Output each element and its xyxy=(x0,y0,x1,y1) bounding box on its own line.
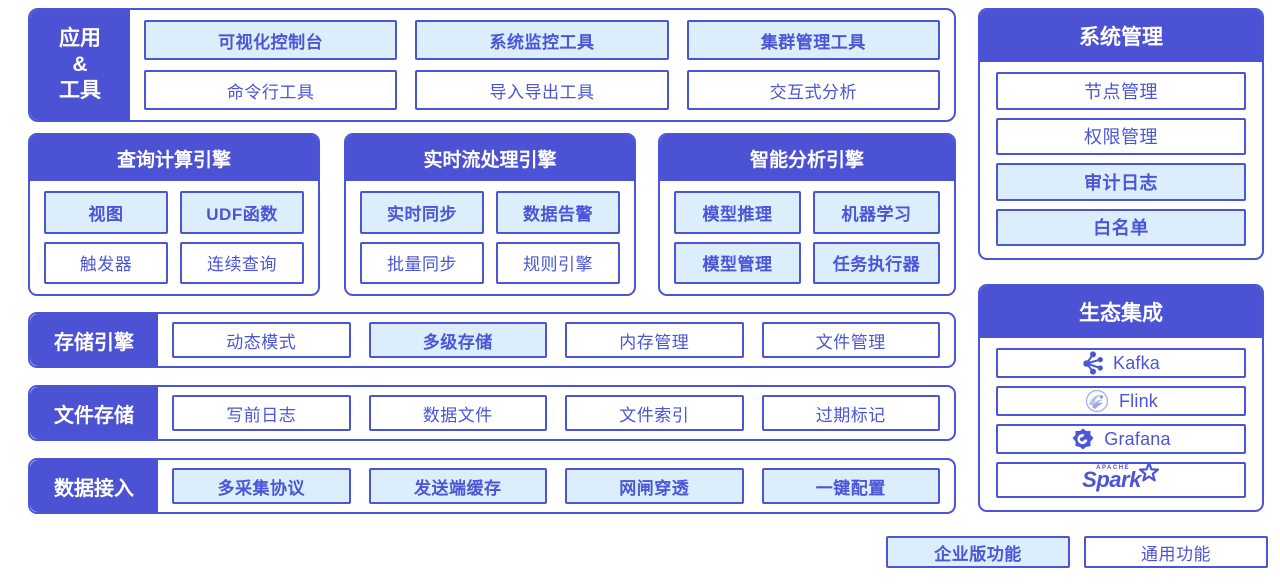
feature-file-management[interactable]: 文件管理 xyxy=(761,322,940,358)
panel-realtime-stream-engine: 实时流处理引擎 实时同步 数据告警 批量同步 规则引擎 xyxy=(344,133,636,296)
ecosystem-title: 生态集成 xyxy=(980,286,1262,338)
feature-system-monitor-tool[interactable]: 系统监控工具 xyxy=(415,20,669,60)
spark-logo-icon: APACHE Spark xyxy=(1082,462,1160,496)
data-ingestion-label: 数据接入 xyxy=(30,460,158,512)
panel-ecosystem-integration: 生态集成 Kafka xyxy=(978,284,1264,512)
system-management-list: 节点管理 权限管理 审计日志 白名单 xyxy=(980,62,1262,258)
feature-node-management[interactable]: 节点管理 xyxy=(996,72,1246,110)
grafana-label: Grafana xyxy=(1104,428,1171,449)
feature-task-executor[interactable]: 任务执行器 xyxy=(813,241,940,284)
feature-udf-function[interactable]: UDF函数 xyxy=(180,191,304,234)
feature-import-export-tool[interactable]: 导入导出工具 xyxy=(415,70,669,110)
feature-continuous-query[interactable]: 连续查询 xyxy=(180,241,304,284)
feature-view[interactable]: 视图 xyxy=(44,191,168,234)
feature-trigger[interactable]: 触发器 xyxy=(44,241,168,284)
feature-audit-log[interactable]: 审计日志 xyxy=(996,163,1246,201)
feature-interactive-analysis[interactable]: 交互式分析 xyxy=(686,70,940,110)
query-engine-title: 查询计算引擎 xyxy=(30,135,318,181)
feature-write-ahead-log[interactable]: 写前日志 xyxy=(172,395,351,431)
legend-general-feature: 通用功能 xyxy=(1084,536,1268,568)
flink-label: Flink xyxy=(1118,390,1158,411)
panel-application-and-tools-label: 应用 & 工具 xyxy=(30,10,130,120)
system-management-title: 系统管理 xyxy=(980,10,1262,62)
stream-engine-title: 实时流处理引擎 xyxy=(346,135,634,181)
file-storage-label: 文件存储 xyxy=(30,387,158,439)
feature-machine-learning[interactable]: 机器学习 xyxy=(813,191,940,234)
panel-storage-engine: 存储引擎 动态模式 多级存储 内存管理 文件管理 xyxy=(28,312,956,368)
storage-engine-grid: 动态模式 多级存储 内存管理 文件管理 xyxy=(158,314,954,366)
panel-data-ingestion: 数据接入 多采集协议 发送端缓存 网闸穿透 一键配置 xyxy=(28,458,956,514)
feature-one-click-config[interactable]: 一键配置 xyxy=(761,468,940,504)
ai-engine-title: 智能分析引擎 xyxy=(660,135,954,181)
ai-engine-grid: 模型推理 机器学习 模型管理 任务执行器 xyxy=(660,181,954,294)
panel-application-and-tools: 应用 & 工具 可视化控制台 系统监控工具 集群管理工具 命令行工具 导入导出工… xyxy=(28,8,956,122)
integration-spark[interactable]: APACHE Spark xyxy=(996,462,1246,498)
stream-engine-grid: 实时同步 数据告警 批量同步 规则引擎 xyxy=(346,181,634,294)
feature-tiered-storage[interactable]: 多级存储 xyxy=(368,322,547,358)
kafka-label: Kafka xyxy=(1112,352,1161,373)
feature-cli-tool[interactable]: 命令行工具 xyxy=(144,70,398,110)
kafka-logo-icon xyxy=(1082,351,1104,375)
feature-visual-console[interactable]: 可视化控制台 xyxy=(144,20,398,60)
data-ingestion-grid: 多采集协议 发送端缓存 网闸穿透 一键配置 xyxy=(158,460,954,512)
feature-rule-engine[interactable]: 规则引擎 xyxy=(496,241,620,284)
feature-permission-management[interactable]: 权限管理 xyxy=(996,117,1246,155)
query-engine-grid: 视图 UDF函数 触发器 连续查询 xyxy=(30,181,318,294)
legend: 企业版功能 通用功能 xyxy=(886,536,1268,568)
feature-multi-collection-protocol[interactable]: 多采集协议 xyxy=(172,468,351,504)
feature-model-management[interactable]: 模型管理 xyxy=(674,241,801,284)
feature-whitelist[interactable]: 白名单 xyxy=(996,208,1246,246)
spark-apache-label: APACHE xyxy=(1096,465,1131,471)
storage-engine-label: 存储引擎 xyxy=(30,314,158,366)
spark-label: Spark xyxy=(1082,467,1141,492)
flink-logo-icon xyxy=(1084,389,1110,413)
feature-cluster-management-tool[interactable]: 集群管理工具 xyxy=(686,20,940,60)
legend-enterprise-feature: 企业版功能 xyxy=(886,536,1070,568)
panel-system-management: 系统管理 节点管理 权限管理 审计日志 白名单 xyxy=(978,8,1264,260)
feature-batch-sync[interactable]: 批量同步 xyxy=(360,241,484,284)
grafana-logo-icon xyxy=(1071,427,1095,451)
feature-data-file[interactable]: 数据文件 xyxy=(368,395,547,431)
file-storage-grid: 写前日志 数据文件 文件索引 过期标记 xyxy=(158,387,954,439)
integration-grafana[interactable]: Grafana xyxy=(996,424,1246,454)
panel-file-storage: 文件存储 写前日志 数据文件 文件索引 过期标记 xyxy=(28,385,956,441)
integration-flink[interactable]: Flink xyxy=(996,386,1246,416)
feature-file-index[interactable]: 文件索引 xyxy=(565,395,744,431)
application-tools-grid: 可视化控制台 系统监控工具 集群管理工具 命令行工具 导入导出工具 交互式分析 xyxy=(130,10,954,120)
panel-query-compute-engine: 查询计算引擎 视图 UDF函数 触发器 连续查询 xyxy=(28,133,320,296)
integration-kafka[interactable]: Kafka xyxy=(996,348,1246,378)
app-label-line-2: & xyxy=(72,52,88,76)
feature-gateway-traversal[interactable]: 网闸穿透 xyxy=(565,468,744,504)
ecosystem-list: Kafka Flink xyxy=(980,338,1262,510)
feature-realtime-sync[interactable]: 实时同步 xyxy=(360,191,484,234)
feature-sender-cache[interactable]: 发送端缓存 xyxy=(368,468,547,504)
feature-data-alarm[interactable]: 数据告警 xyxy=(496,191,620,234)
feature-expiration-marker[interactable]: 过期标记 xyxy=(761,395,940,431)
app-label-line-1: 应用 xyxy=(59,26,101,50)
feature-model-inference[interactable]: 模型推理 xyxy=(674,191,801,234)
feature-dynamic-schema[interactable]: 动态模式 xyxy=(172,322,351,358)
feature-memory-management[interactable]: 内存管理 xyxy=(565,322,744,358)
panel-intelligent-analysis-engine: 智能分析引擎 模型推理 机器学习 模型管理 任务执行器 xyxy=(658,133,956,296)
app-label-line-3: 工具 xyxy=(59,79,101,103)
